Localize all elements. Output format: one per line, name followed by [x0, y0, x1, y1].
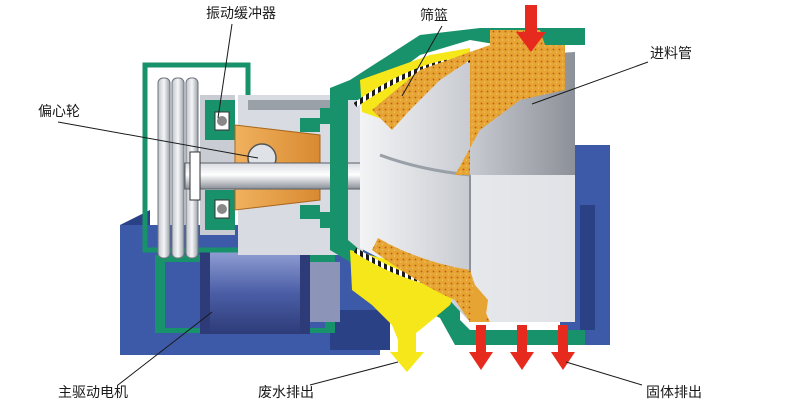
- label-eccentric-wheel: 偏心轮: [38, 104, 80, 120]
- label-screen-basket: 筛篮: [420, 8, 448, 24]
- solids-arrows: [469, 325, 575, 370]
- label-main-motor: 主驱动电机: [58, 385, 128, 401]
- leader-eccentric-wheel: [57, 121, 259, 159]
- waste-water-arrow: [390, 325, 424, 372]
- leader-screen-basket: [401, 25, 443, 97]
- label-waste-water-outlet: 废水排出: [258, 385, 314, 401]
- label-vibration-buffer: 振动缓冲器: [206, 6, 276, 22]
- leader-waste-water: [309, 361, 399, 386]
- label-solids-outlet: 固体排出: [646, 385, 702, 401]
- shaft-seal-left: [189, 151, 201, 201]
- leader-lines: [57, 23, 649, 386]
- main-motor: [155, 252, 340, 334]
- leader-feed-pipe: [531, 61, 649, 105]
- leader-main-motor: [117, 311, 213, 386]
- rotating-drum: [360, 52, 575, 322]
- slurry-flow: [372, 30, 565, 322]
- leader-solids: [565, 361, 643, 386]
- feed-arrow: [516, 5, 546, 52]
- label-feed-pipe: 进料管: [650, 46, 692, 62]
- leader-vibration-buffer: [217, 23, 233, 119]
